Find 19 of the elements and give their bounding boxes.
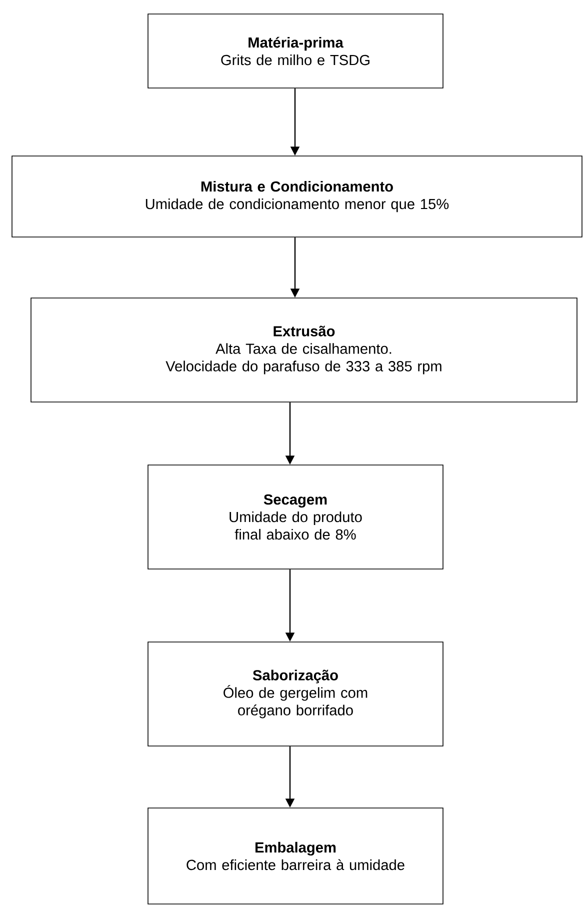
step-description: Grits de milho e TSDG [221,54,370,66]
step-description: Velocidade do parafuso de 333 a 385 rpm [166,360,442,374]
step-title: Secagem [264,494,327,508]
process-box [148,808,444,904]
step-title: Embalagem [256,842,336,856]
step-description: Alta Taxa de cisalhamento. [216,343,392,354]
step-title: Extrusão [274,326,335,336]
process-box [148,464,444,570]
process-box [148,642,444,746]
step-description: Com eficiente barreira à umidade [186,859,404,870]
step-title: Matéria-prima [248,36,344,51]
step-title: Saborização [252,670,338,684]
step-description: Umidade do produto final abaixo de 8% [230,511,362,540]
process-box [12,156,582,238]
step-description: Óleo de gergelim com orégano borrifado [224,685,368,718]
process-box [148,14,444,88]
process-box [30,298,578,402]
step-description: Umidade de condicionamento menor que 15% [146,198,449,212]
step-title: Mistura e Condicionamento [201,180,393,192]
